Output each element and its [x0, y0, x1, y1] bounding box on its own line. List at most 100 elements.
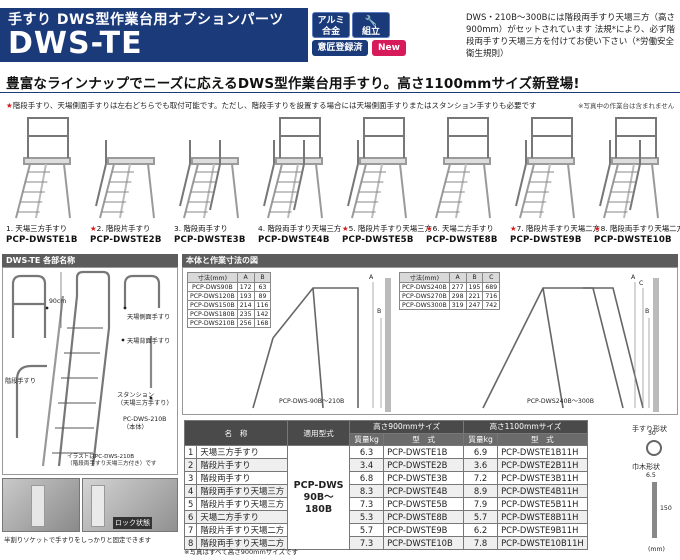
- new-badge: New: [372, 40, 406, 56]
- letter-a-1: A: [369, 274, 374, 281]
- applicable-models: PCP-DWS 90B～180B: [287, 445, 351, 551]
- product-image: [347, 117, 407, 219]
- dims-cell: 716: [482, 291, 501, 301]
- dims-header: A: [236, 272, 255, 283]
- dim-label: 90cm: [49, 298, 67, 305]
- socket-part-locked: [91, 485, 105, 527]
- range-label-1: PCP-DWS-90B～210B: [279, 398, 345, 405]
- install-note-text: 階段手すり、天場側面手すりは左右どちらでも取付可能です。ただし、階段手すりを設置…: [12, 101, 537, 110]
- label-top-rear-rail: 天場背面手すり: [127, 338, 171, 345]
- row-number: 2: [183, 458, 198, 473]
- product-label: 3. 階段両手すり: [174, 224, 228, 234]
- title-bar: [0, 8, 308, 62]
- design-registered-badge: 意匠登録済: [312, 40, 368, 56]
- row-weight-900: 3.4: [349, 458, 385, 473]
- row-model-1100: PCP-DWSTE9B11H: [497, 523, 588, 538]
- parts-panel: 90cm 階段手すり 天場側面手すり 天場背面手すり スタンション （天場三方手…: [2, 267, 178, 475]
- star-mark: ★: [6, 101, 13, 110]
- row-weight-900: 5.7: [349, 523, 385, 538]
- product-label: 4. 階段両手すり天場三方: [258, 224, 341, 234]
- row-number: 3: [183, 471, 198, 486]
- product-image: [599, 117, 659, 219]
- product-image: [15, 117, 71, 219]
- row-name: 階段片手すり: [196, 458, 289, 473]
- stanchion-dim-1: 6.5: [646, 472, 656, 479]
- install-note: ★階段手すり、天場側面手すりは左右どちらでも取付可能です。ただし、階段手すりを設…: [6, 100, 536, 111]
- row-weight-1100: 7.8: [463, 536, 499, 551]
- row-weight-900: 6.3: [349, 445, 385, 460]
- product-model: PCP-DWSTE1B: [6, 235, 78, 245]
- letter-b-2: B: [645, 308, 650, 315]
- product-model: PCP-DWSTE3B: [174, 235, 246, 245]
- socket-photo-1: [2, 478, 80, 532]
- row-model-1100: PCP-DWSTE3B11H: [497, 471, 588, 486]
- letter-c-2: C: [639, 280, 644, 287]
- product-title: DWS-TE: [8, 26, 143, 61]
- dims-illustration: [252, 278, 659, 412]
- product-label-text: 1. 天場三方手すり: [6, 224, 68, 233]
- dims-cell: 235: [236, 309, 255, 319]
- product-model: PCP-DWSTE4B: [258, 235, 330, 245]
- rail-shape-icon: [646, 440, 662, 456]
- rail-dim: 30: [648, 430, 656, 437]
- dims-cell: PCP-DWS90B: [187, 282, 238, 292]
- row-model-900: PCP-DWSTE10B: [383, 536, 465, 551]
- headline: 豊富なラインナップでニーズに応えるDWS型作業台用手すり。高さ1100mmサイズ…: [6, 76, 580, 92]
- row-model-1100: PCP-DWSTE8B11H: [497, 510, 588, 525]
- row-weight-1100: 7.2: [463, 471, 499, 486]
- dims-cell: 89: [253, 291, 272, 301]
- stanchion-shape-icon: [652, 482, 657, 538]
- product-image: [95, 140, 155, 219]
- dims-cell: 319: [448, 300, 467, 310]
- row-weight-1100: 6.2: [463, 523, 499, 538]
- row-number: 5: [183, 497, 198, 512]
- divider: [0, 92, 680, 93]
- wrench-icon: 🔧: [364, 16, 378, 27]
- assembly-label: 組立: [361, 27, 380, 37]
- dims-cell: 214: [236, 300, 255, 310]
- row-weight-1100: 7.9: [463, 497, 499, 512]
- dims-cell: 63: [253, 282, 272, 292]
- col-type-900: 型 式: [383, 432, 465, 447]
- product-label-text: 6. 天場二方手すり: [432, 224, 494, 233]
- col-name: 名 称: [183, 419, 289, 447]
- dims-cell: 172: [236, 282, 255, 292]
- socket-photo-2: ロック状態: [82, 478, 178, 532]
- row-model-1100: PCP-DWSTE1B11H: [497, 445, 588, 460]
- col-weight-1100: 質量kg: [463, 432, 499, 447]
- dims-cell: 742: [482, 300, 501, 310]
- row-weight-900: 5.3: [349, 510, 385, 525]
- table-note: ※写真はすべて高さ900mmサイズです: [184, 548, 299, 556]
- dims-header: 寸法(mm): [187, 272, 238, 283]
- col-h900: 高さ900mmサイズ: [349, 420, 465, 434]
- range-label-2: PCP-DWS240B～300B: [527, 398, 594, 405]
- dims-cell: 247: [465, 300, 484, 310]
- row-name: 階段両手すり: [196, 471, 289, 486]
- row-model-1100: PCP-DWSTE4B11H: [497, 484, 588, 499]
- parts-panel-title: DWS-TE 各部名称: [2, 254, 178, 267]
- photo-note: ※写真中の作業台は含まれません: [578, 102, 675, 110]
- star-mark: ★: [90, 224, 97, 233]
- product-image: [263, 117, 323, 219]
- lock-label: ロック状態: [113, 517, 152, 529]
- label-body: PC-DWS-210B （本体）: [123, 416, 167, 431]
- product-label-text: 2. 階段片手すり: [96, 224, 151, 233]
- product-image: [515, 117, 575, 219]
- parts-illustration: [11, 270, 161, 467]
- dims-cell: PCP-DWS240B: [399, 282, 450, 292]
- product-label: ★7. 階段片手すり天場二方: [510, 224, 600, 234]
- row-model-900: PCP-DWSTE3B: [383, 471, 465, 486]
- row-name: 天場二方手すり: [196, 510, 289, 525]
- product-label: ★2. 階段片手すり: [90, 224, 150, 234]
- row-weight-900: 8.3: [349, 484, 385, 499]
- row-number: 1: [183, 445, 198, 460]
- dims-cell: 277: [448, 282, 467, 292]
- header-note: DWS・210B～300Bには階段両手すり天場三方（高さ900mm）がセットされ…: [466, 13, 675, 59]
